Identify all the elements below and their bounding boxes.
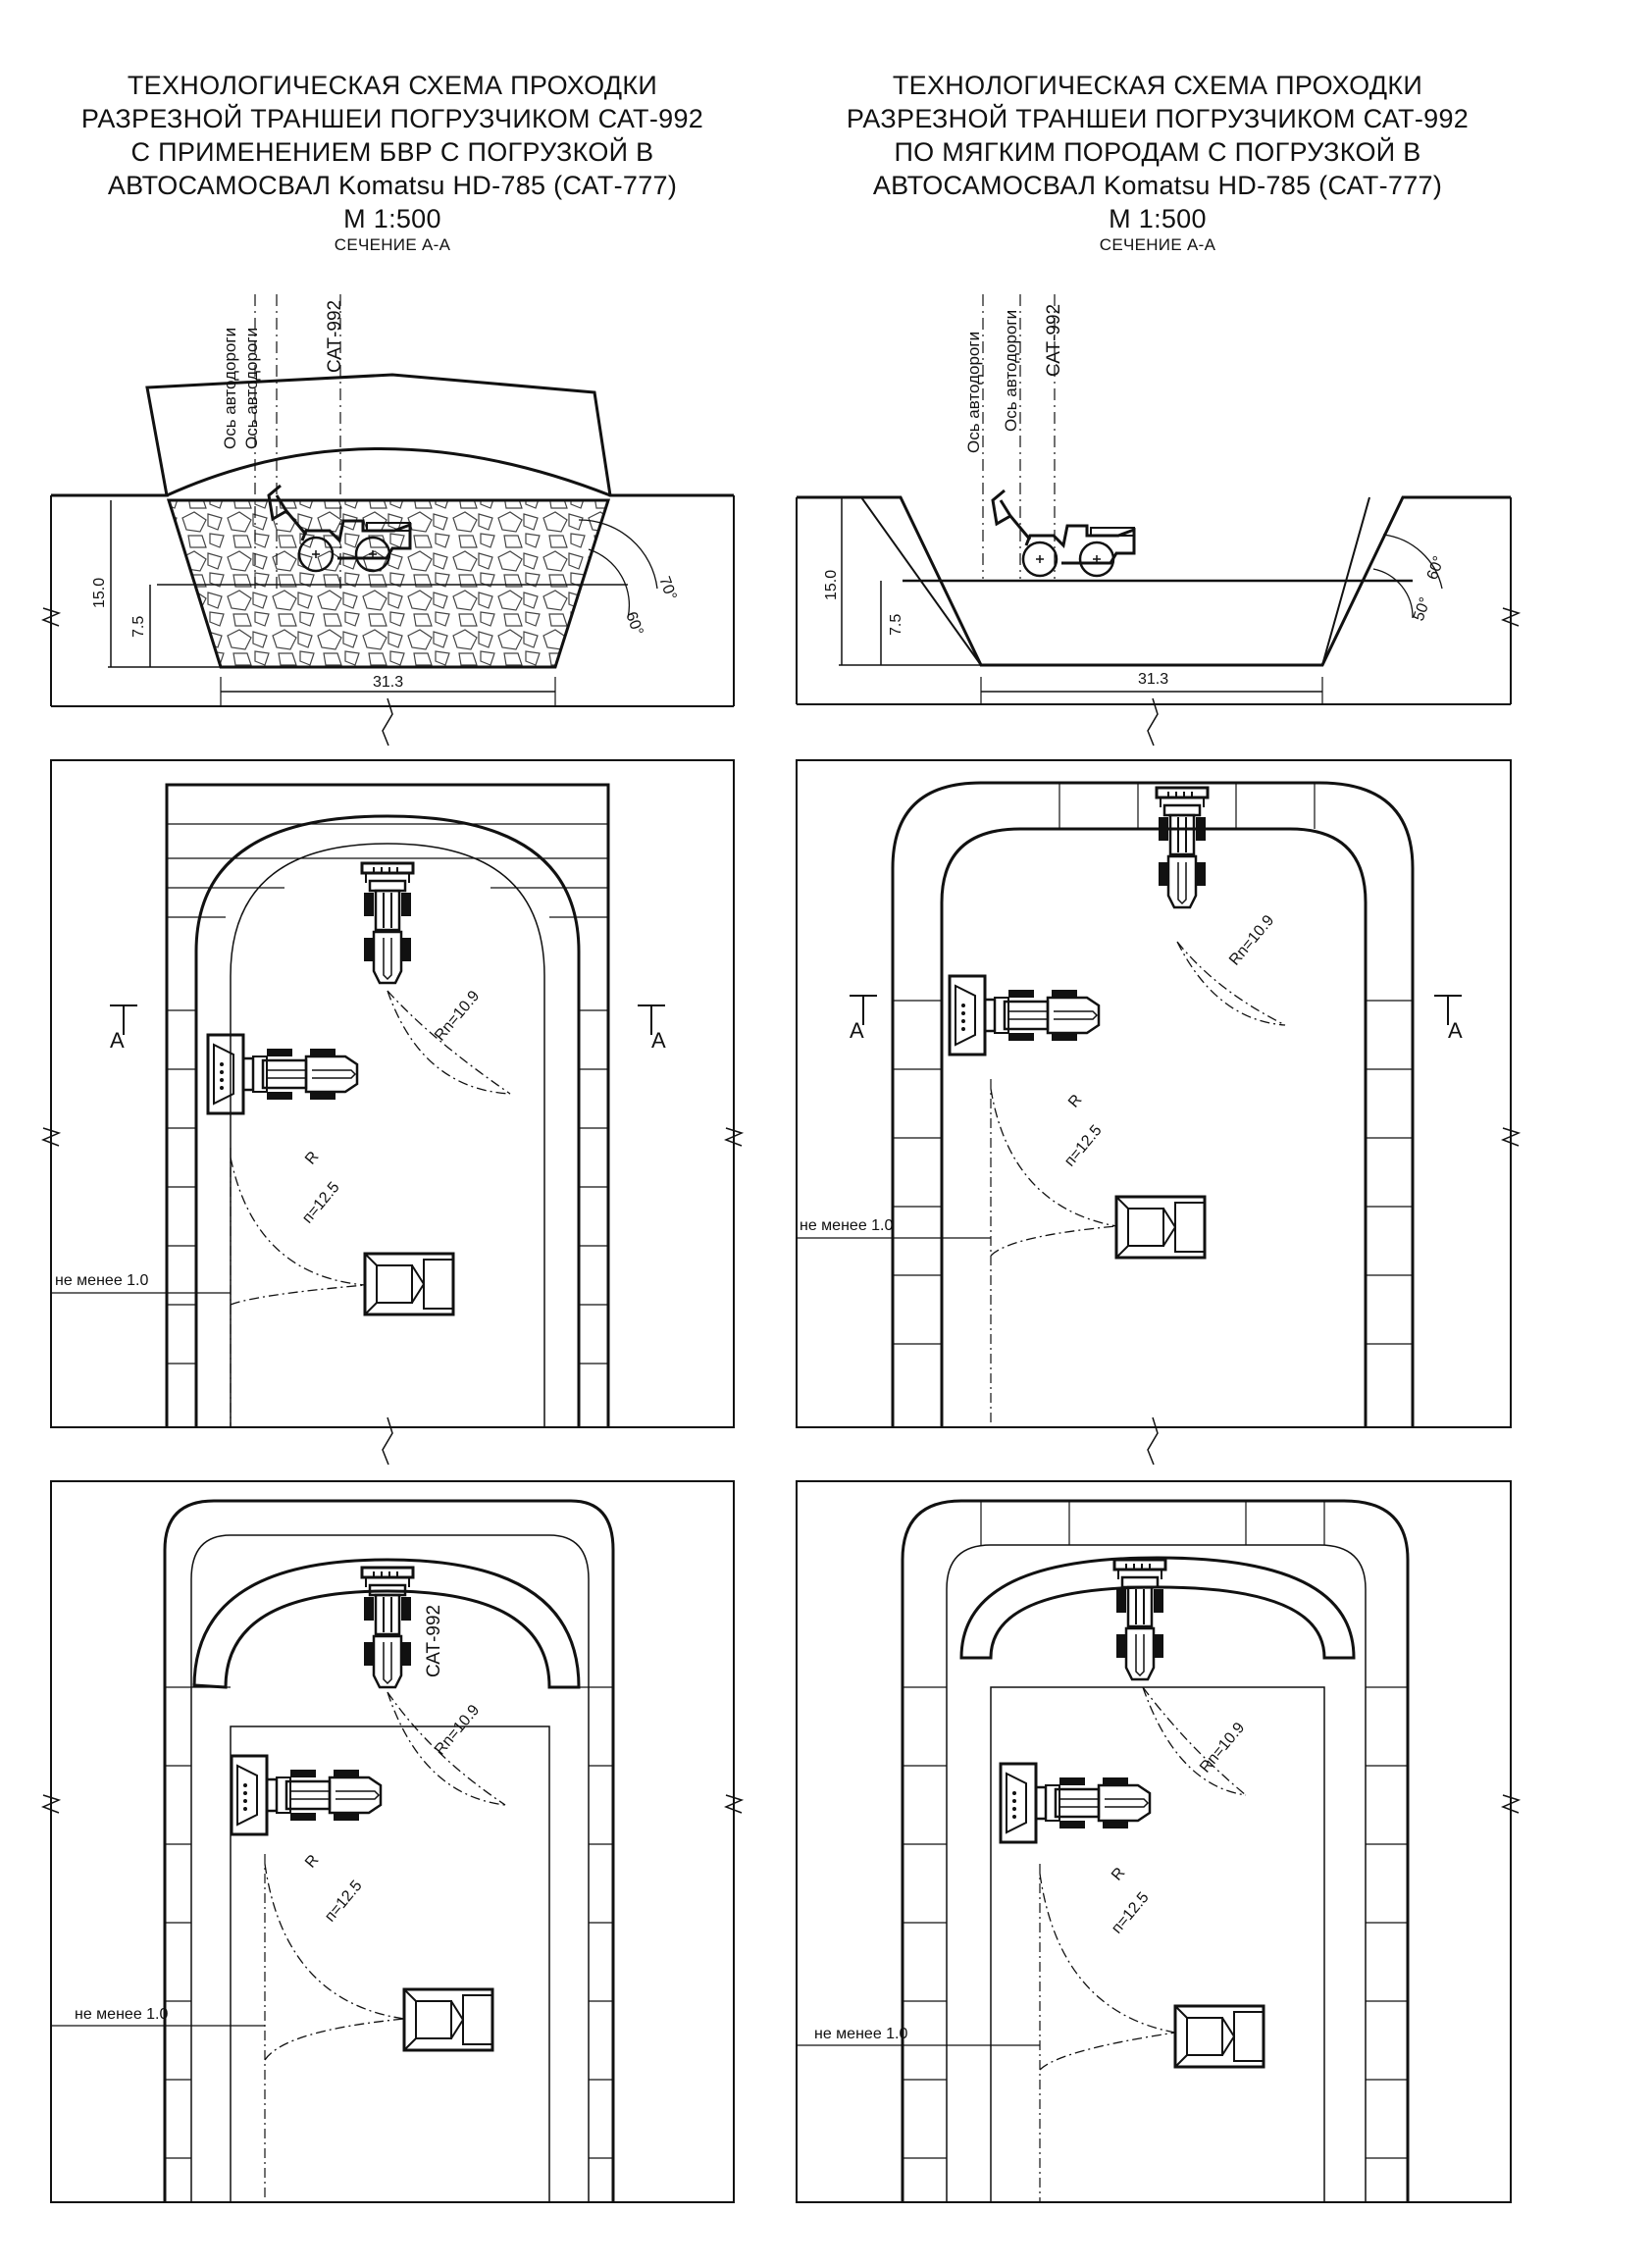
right-angle-b: 50°	[1411, 595, 1434, 624]
right-title-line-1: ТЕХНОЛОГИЧЕСКАЯ СХЕМА ПРОХОДКИ	[892, 71, 1423, 100]
right-axis-label-2: Ось автодороги	[1002, 310, 1020, 432]
left-plan1-r: R	[302, 1149, 322, 1168]
right-plan2-r: R	[1109, 1865, 1128, 1884]
left-plan1-min: не менее 1.0	[55, 1272, 149, 1289]
right-plan2-rn: Rn=10.9	[1197, 1720, 1248, 1777]
right-plan1-rn2: п=12.5	[1061, 1122, 1106, 1170]
right-scale: М 1:500	[1109, 204, 1207, 233]
right-title-line-3: ПО МЯГКИМ ПОРОДАМ С ПОГРУЗКОЙ В	[894, 137, 1421, 167]
left-plan-2	[50, 1480, 735, 2203]
left-angle-a: 70°	[655, 575, 679, 603]
left-section-diagram	[50, 294, 735, 707]
right-plan1-min: не менее 1.0	[800, 1217, 894, 1234]
left-title-line-2: РАЗРЕЗНОЙ ТРАНШЕИ ПОГРУЗЧИКОМ САТ-992	[80, 104, 704, 133]
left-plan2-rn2: п=12.5	[322, 1878, 366, 1926]
left-plan2-rn: Rn=10.9	[432, 1702, 483, 1759]
right-plan-1	[796, 759, 1512, 1428]
right-section-diagram	[796, 294, 1512, 705]
left-loader-label: САТ-992	[325, 300, 345, 373]
left-plan2-r: R	[302, 1852, 322, 1872]
left-title-line-3: С ПРИМЕНЕНИЕМ БВР С ПОГРУЗКОЙ В	[130, 137, 654, 167]
left-angle-b: 60°	[622, 610, 645, 639]
left-plan1-cut-a-right: A	[651, 1028, 666, 1053]
right-plan1-r: R	[1065, 1092, 1085, 1111]
left-plan1-rn: Rn=10.9	[432, 988, 483, 1045]
right-loader-label: САТ-992	[1044, 304, 1064, 377]
right-section-label: СЕЧЕНИЕ А-А	[1099, 235, 1216, 254]
left-plan-1	[50, 759, 735, 1428]
left-axis-label-1: Ось автодороги	[221, 328, 239, 449]
right-title-line-4: АВТОСАМОСВАЛ Komatsu HD-785 (САТ-777)	[872, 171, 1443, 200]
right-title-line-2: РАЗРЕЗНОЙ ТРАНШЕИ ПОГРУЗЧИКОМ САТ-992	[846, 104, 1470, 133]
left-scale: М 1:500	[343, 204, 441, 233]
right-title-block: ТЕХНОЛОГИЧЕСКАЯ СХЕМА ПРОХОДКИ РАЗРЕЗНОЙ…	[785, 69, 1530, 255]
left-section-label: СЕЧЕНИЕ А-А	[334, 235, 451, 254]
left-title-line-1: ТЕХНОЛОГИЧЕСКАЯ СХЕМА ПРОХОДКИ	[127, 71, 658, 100]
right-height-15: 15.0	[823, 570, 840, 600]
left-title-line-4: АВТОСАМОСВАЛ Komatsu HD-785 (САТ-777)	[107, 171, 678, 200]
left-width-label: 31.3	[373, 674, 403, 691]
right-plan1-rn: Rn=10.9	[1226, 912, 1277, 969]
left-title-block: ТЕХНОЛОГИЧЕСКАЯ СХЕМА ПРОХОДКИ РАЗРЕЗНОЙ…	[29, 69, 755, 255]
right-plan1-cut-a-left: A	[850, 1018, 864, 1043]
right-plan2-rn2: п=12.5	[1109, 1889, 1153, 1937]
left-height-7-5: 7.5	[130, 616, 147, 638]
left-plan1-rn2: п=12.5	[299, 1179, 343, 1227]
right-width-label: 31.3	[1138, 671, 1168, 688]
left-axis-label-2: Ось автодороги	[242, 328, 261, 449]
right-axis-label-1: Ось автодороги	[964, 332, 983, 453]
right-plan-2	[796, 1480, 1512, 2203]
left-plan2-min: не менее 1.0	[75, 2006, 169, 2023]
left-plan1-cut-a-left: A	[110, 1028, 125, 1053]
left-height-15: 15.0	[91, 578, 108, 608]
right-plan1-cut-a-right: A	[1448, 1018, 1463, 1043]
right-height-7-5: 7.5	[888, 614, 904, 636]
right-plan2-min: не менее 1.0	[814, 2026, 908, 2042]
break-marks	[41, 607, 1522, 1814]
left-plan2-loader-label: САТ-992	[424, 1605, 444, 1677]
